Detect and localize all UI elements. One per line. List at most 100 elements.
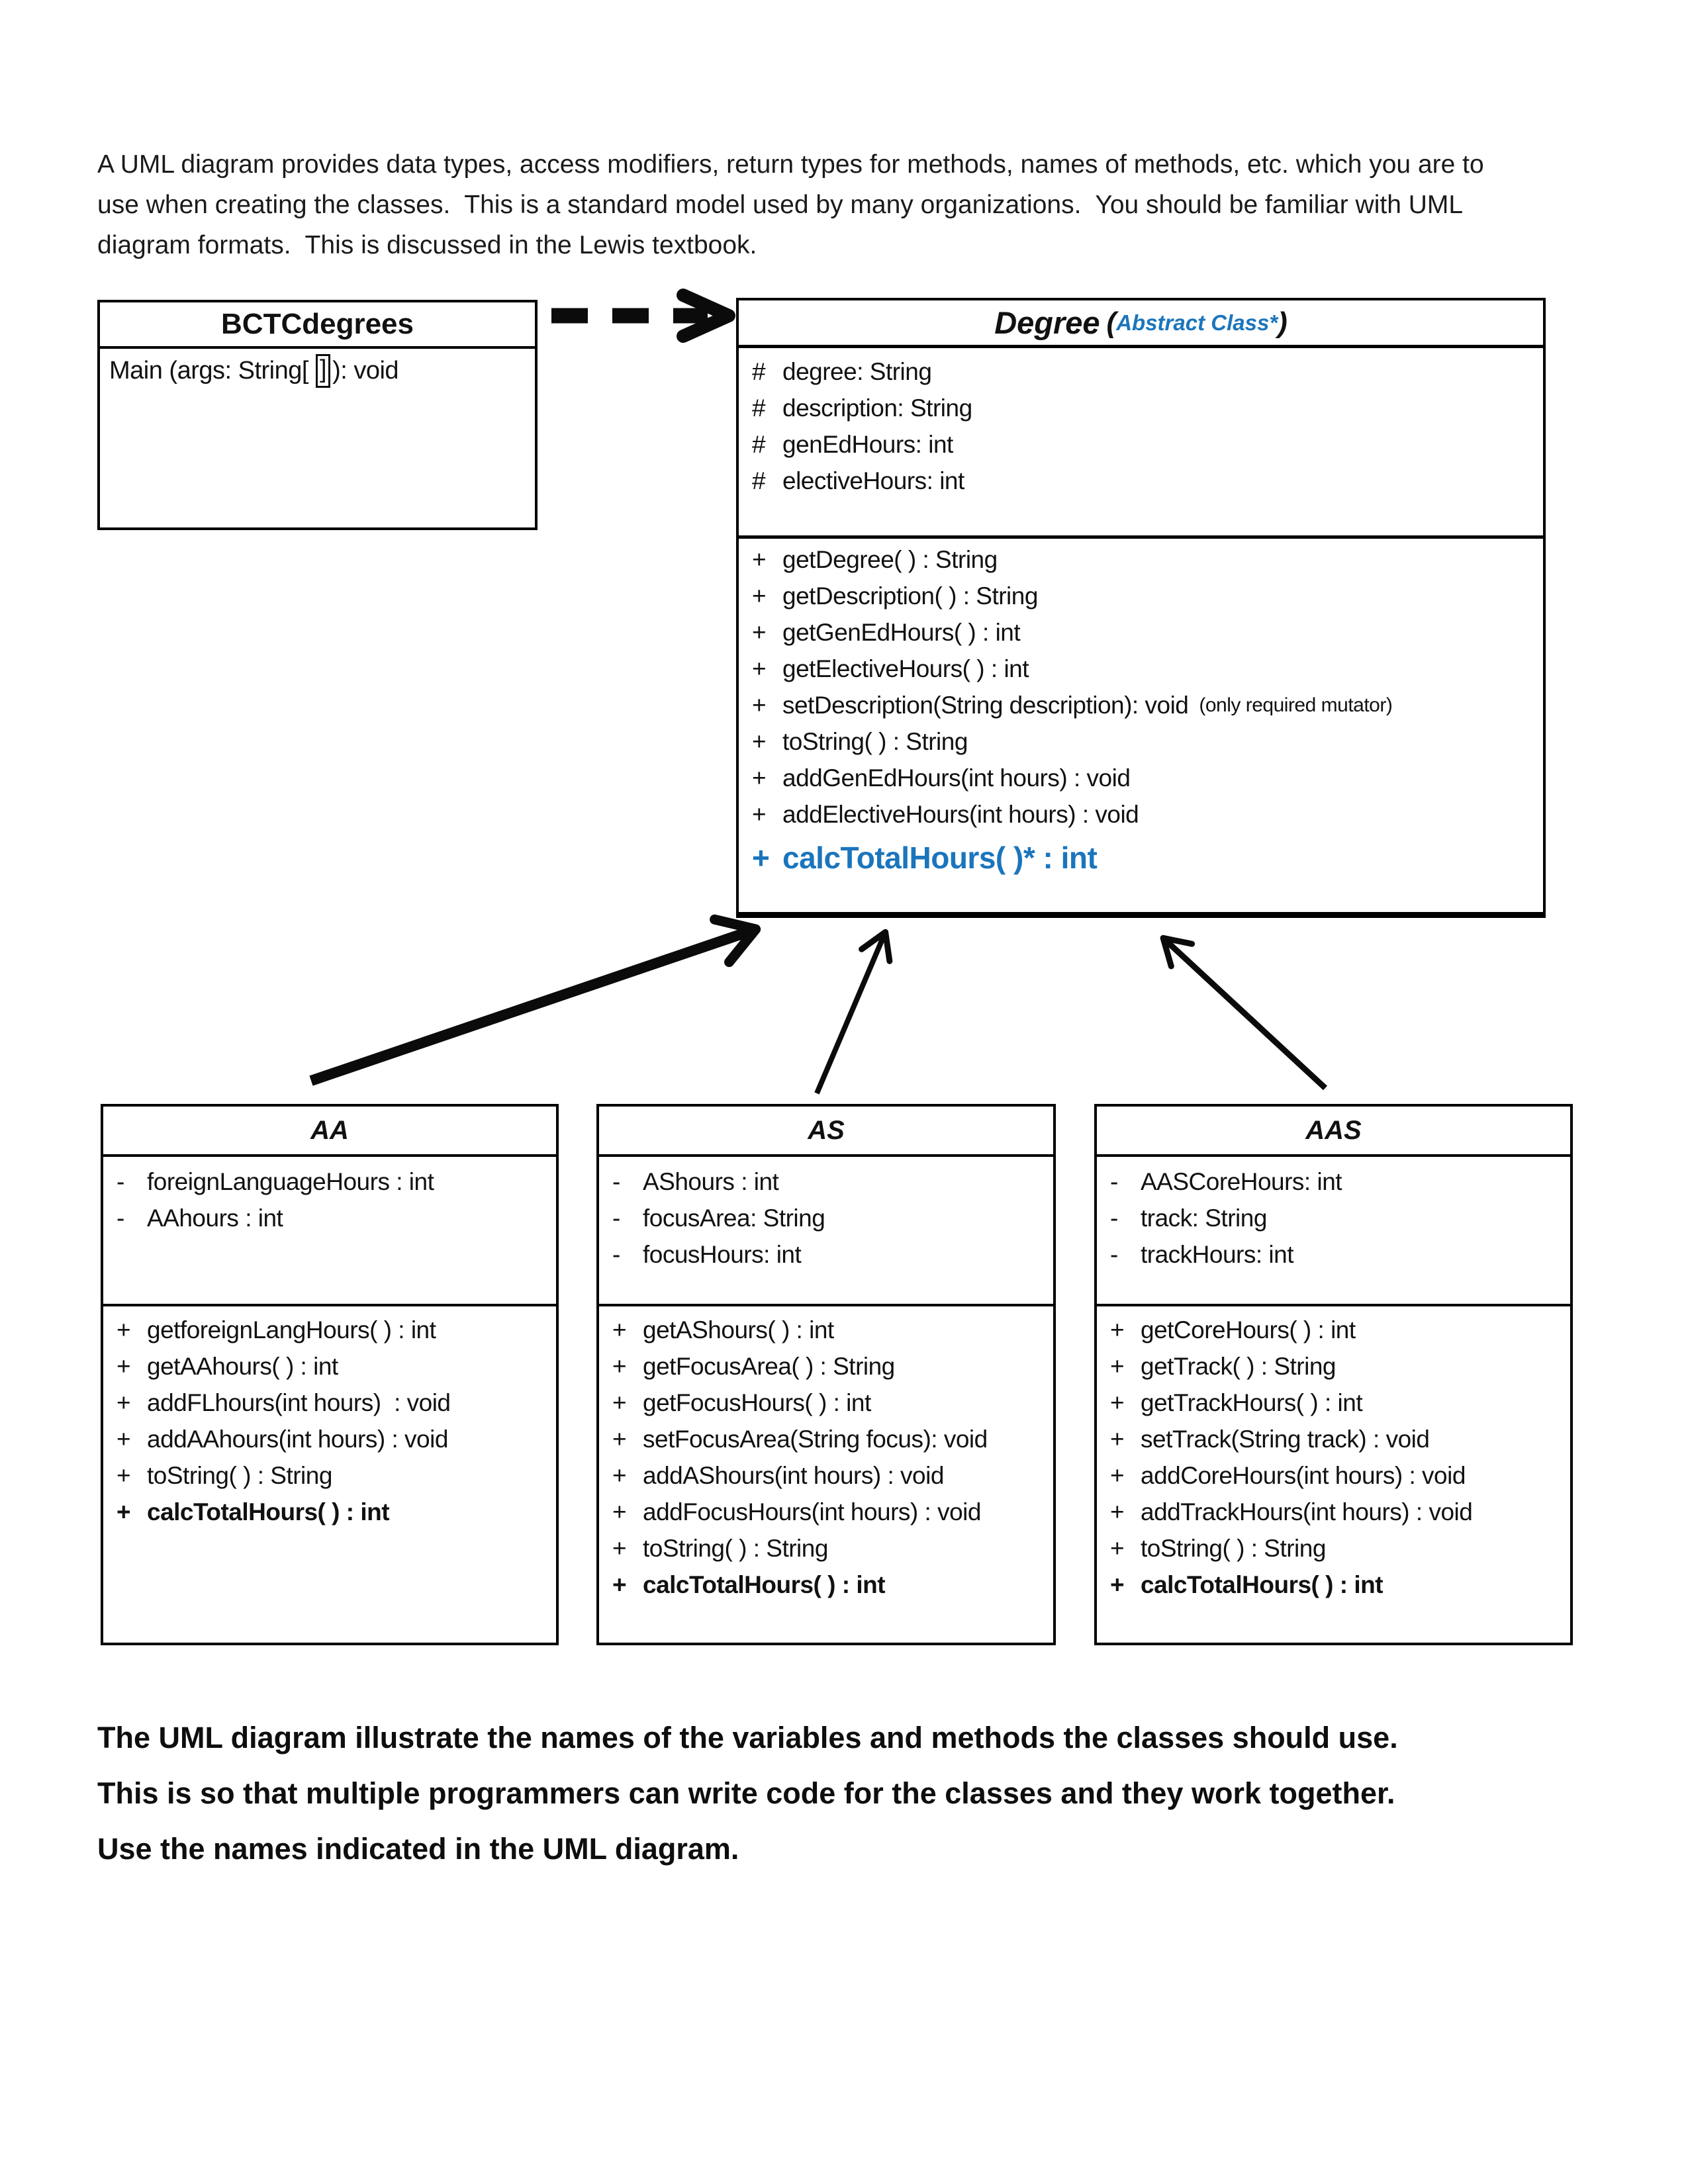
as-method: + addFocusHours(int hours) : void: [599, 1494, 1053, 1530]
aas-attribute: -AASCoreHours: int: [1097, 1163, 1570, 1200]
degree-method: +getDegree( ) : String: [739, 541, 1543, 578]
aa-method: +getforeignLangHours( ) : int: [103, 1312, 556, 1348]
member-text: getTrackHours( ) : int: [1141, 1388, 1363, 1416]
aas-method: + toString( ) : String: [1097, 1530, 1570, 1567]
as-method: +getAShours( ) : int: [599, 1312, 1053, 1348]
inheritance-arrow-as: [814, 929, 893, 1095]
member-text: addTrackHours(int hours) : void: [1141, 1498, 1473, 1525]
visibility-symbol: +: [612, 1425, 627, 1453]
footer-line: This is so that multiple programmers can…: [97, 1776, 1395, 1810]
degree-method: +calcTotalHours( )* : int: [739, 833, 1543, 883]
member-text: calcTotalHours( ) : int: [643, 1570, 886, 1598]
visibility-symbol: #: [752, 357, 766, 385]
member-text: addCoreHours(int hours) : void: [1141, 1461, 1466, 1489]
aas-class-name: AAS: [1097, 1107, 1570, 1157]
visibility-symbol: #: [752, 467, 766, 494]
degree-methods: +getDegree( ) : String+getDescription( )…: [739, 539, 1543, 883]
as-method: +toString( ) : String: [599, 1530, 1053, 1567]
visibility-symbol: +: [117, 1388, 131, 1416]
degree-method: +getDescription( ) : String: [739, 578, 1543, 614]
member-text: degree: String: [782, 357, 932, 385]
aa-class-name: AA: [103, 1107, 556, 1157]
as-method: + addAShours(int hours) : void: [599, 1457, 1053, 1494]
visibility-symbol: -: [612, 1204, 620, 1232]
aas-method: +calcTotalHours( ) : int: [1097, 1567, 1570, 1603]
as-method: +calcTotalHours( ) : int: [599, 1567, 1053, 1603]
member-text: setTrack(String track) : void: [1141, 1425, 1430, 1453]
member-text: getCoreHours( ) : int: [1141, 1316, 1356, 1343]
aa-method: +addFLhours(int hours) : void: [103, 1385, 556, 1421]
member-text: toString( ) : String: [1141, 1534, 1326, 1562]
visibility-symbol: +: [612, 1498, 627, 1525]
visibility-symbol: -: [612, 1167, 620, 1195]
aa-method: + addAAhours(int hours) : void: [103, 1421, 556, 1457]
aa-attribute: -foreignLanguageHours : int: [103, 1163, 556, 1200]
visibility-symbol: +: [612, 1461, 627, 1489]
member-text: addFocusHours(int hours) : void: [643, 1498, 981, 1525]
intro-line: use when creating the classes. This is a…: [97, 191, 1464, 219]
aas-method: +addCoreHours(int hours) : void: [1097, 1457, 1570, 1494]
visibility-symbol: +: [752, 618, 767, 646]
member-text: track: String: [1141, 1204, 1267, 1232]
visibility-symbol: +: [1110, 1498, 1125, 1525]
member-text: toString( ) : String: [643, 1534, 828, 1562]
visibility-symbol: +: [752, 800, 767, 828]
degree-method: +toString( ) : String: [739, 723, 1543, 760]
visibility-symbol: +: [117, 1498, 131, 1525]
visibility-symbol: +: [752, 841, 770, 875]
aa-methods: +getforeignLangHours( ) : int+getAAhours…: [103, 1306, 556, 1530]
visibility-symbol: +: [752, 655, 767, 682]
degree-abstract-annotation: Abstract Class*: [1116, 310, 1278, 335]
as-class-name: AS: [599, 1107, 1053, 1157]
visibility-symbol: +: [1110, 1388, 1125, 1416]
member-text: AAhours : int: [147, 1204, 283, 1232]
dependency-arrow-head: [677, 289, 735, 343]
visibility-symbol: +: [117, 1425, 131, 1453]
member-note: (only required mutator): [1199, 694, 1393, 716]
degree-annotation-open-paren: (: [1106, 306, 1117, 339]
as-attributes: -AShours : int-focusArea: String-focusHo…: [599, 1157, 1053, 1306]
bctc-main-method-text-tail: ): void: [332, 357, 399, 385]
member-text: addGenEdHours(int hours) : void: [782, 764, 1131, 792]
visibility-symbol: +: [612, 1316, 627, 1343]
degree-annotation-close-paren: ): [1278, 306, 1288, 339]
member-text: addAShours(int hours) : void: [643, 1461, 944, 1489]
inheritance-arrow-aa: [309, 914, 761, 1086]
as-methods: +getAShours( ) : int+getFocusArea( ) : S…: [599, 1306, 1053, 1603]
aas-method: + getTrackHours( ) : int: [1097, 1385, 1570, 1421]
visibility-symbol: +: [752, 545, 767, 573]
aas-methods: + getCoreHours( ) : int + getTrack( ) : Str…: [1097, 1306, 1570, 1603]
aa-attributes: -foreignLanguageHours : int -AAhours : in…: [103, 1157, 556, 1306]
member-text: getTrack( ) : String: [1141, 1352, 1336, 1380]
degree-method: +addElectiveHours(int hours) : void: [739, 796, 1543, 833]
member-text: addAAhours(int hours) : void: [147, 1425, 448, 1453]
footer-paragraph: The UML diagram illustrate the names of …: [97, 1710, 1633, 1877]
member-text: calcTotalHours( ) : int: [1141, 1570, 1383, 1598]
aas-attribute: -track: String: [1097, 1200, 1570, 1236]
member-text: foreignLanguageHours : int: [147, 1167, 434, 1195]
as-attribute: -focusArea: String: [599, 1200, 1053, 1236]
visibility-symbol: -: [117, 1204, 124, 1232]
visibility-symbol: +: [1110, 1534, 1125, 1562]
footer-line: Use the names indicated in the UML diagr…: [97, 1832, 739, 1866]
class-box-aas: AAS -AASCoreHours: int-track: String-tra…: [1094, 1104, 1573, 1645]
member-text: getElectiveHours( ) : int: [782, 655, 1029, 682]
member-text: toString( ) : String: [147, 1461, 332, 1489]
bctcdegrees-operations: Main (args: String[ ]): void: [100, 349, 535, 389]
aa-method: +toString( ) : String: [103, 1457, 556, 1494]
as-method: +getFocusArea( ) : String: [599, 1348, 1053, 1385]
aas-method: + setTrack(String track) : void: [1097, 1421, 1570, 1457]
degree-attribute: #genEdHours: int: [739, 426, 1543, 463]
as-method: +setFocusArea(String focus): void: [599, 1421, 1053, 1457]
visibility-symbol: +: [1110, 1425, 1125, 1453]
visibility-symbol: +: [752, 691, 767, 719]
degree-attributes: #degree: String#description: String#genE…: [739, 348, 1543, 539]
member-text: focusArea: String: [643, 1204, 825, 1232]
visibility-symbol: -: [1110, 1240, 1118, 1268]
class-box-degree: Degree(Abstract Class*) #degree: String#…: [736, 298, 1546, 918]
intro-line: diagram formats. This is discussed in th…: [97, 231, 757, 259]
aa-method: +getAAhours( ) : int: [103, 1348, 556, 1385]
text-cursor-artifact: ]: [316, 354, 331, 388]
as-method: +getFocusHours( ) : int: [599, 1385, 1053, 1421]
